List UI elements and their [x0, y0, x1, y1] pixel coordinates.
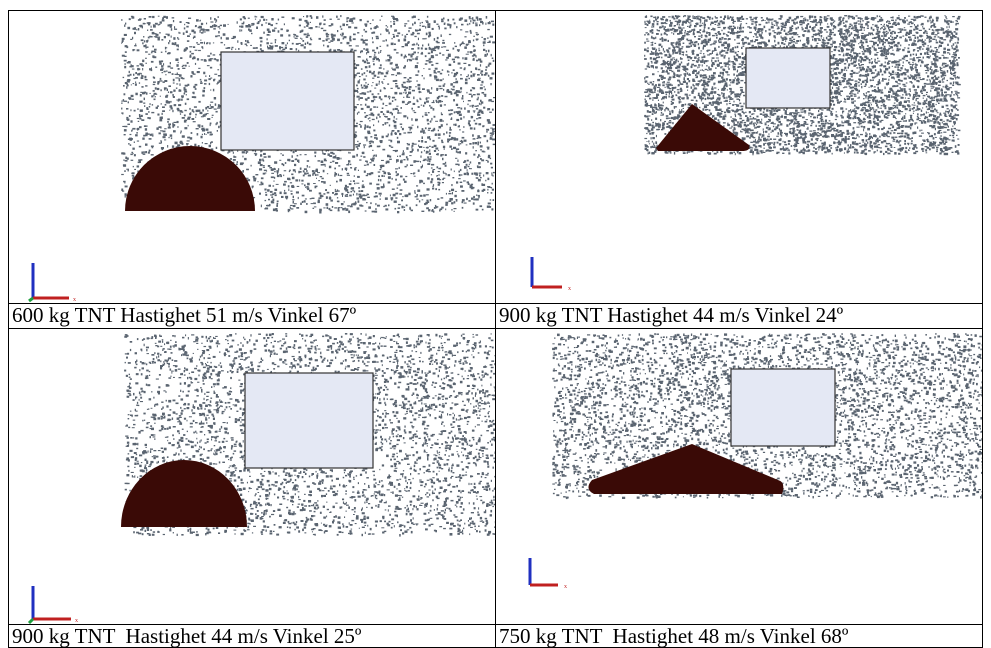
simulation-view-2: x: [530, 15, 961, 292]
simulation-view-1: x: [28, 15, 495, 303]
axis-triad-icon: x: [530, 257, 571, 292]
simulation-view-4: x: [528, 333, 982, 590]
target-box: [244, 372, 374, 469]
axis-triad-icon: x: [528, 558, 567, 590]
caption-panel-1: 600 kg TNT Hastighet 51 m/s Vinkel 67º: [8, 303, 495, 328]
explosive-charge: [588, 444, 784, 494]
simulation-panel-1: x: [8, 10, 495, 303]
target-box: [745, 47, 831, 109]
caption-panel-3: 900 kg TNT Hastighet 44 m/s Vinkel 25º: [8, 624, 495, 648]
caption-panel-4: 750 kg TNT Hastighet 48 m/s Vinkel 68º: [495, 624, 983, 648]
simulation-panel-3: x: [8, 328, 495, 624]
simulation-panel-2: x: [495, 10, 983, 303]
axis-triad-icon: x: [27, 586, 78, 624]
explosive-charge: [125, 146, 255, 211]
caption-panel-2: 900 kg TNT Hastighet 44 m/s Vinkel 24º: [495, 303, 983, 328]
axis-triad-icon: x: [28, 263, 76, 303]
explosive-charge: [656, 104, 750, 151]
target-box: [730, 368, 836, 447]
simulation-view-3: x: [27, 333, 495, 624]
target-box: [220, 51, 355, 151]
explosive-charge: [121, 460, 247, 527]
simulation-panel-4: x: [495, 328, 983, 624]
svg-text:x: x: [73, 297, 76, 303]
figure-grid: x x 600 kg TNT Hastighet 51 m/s Vinkel 6…: [8, 10, 983, 648]
